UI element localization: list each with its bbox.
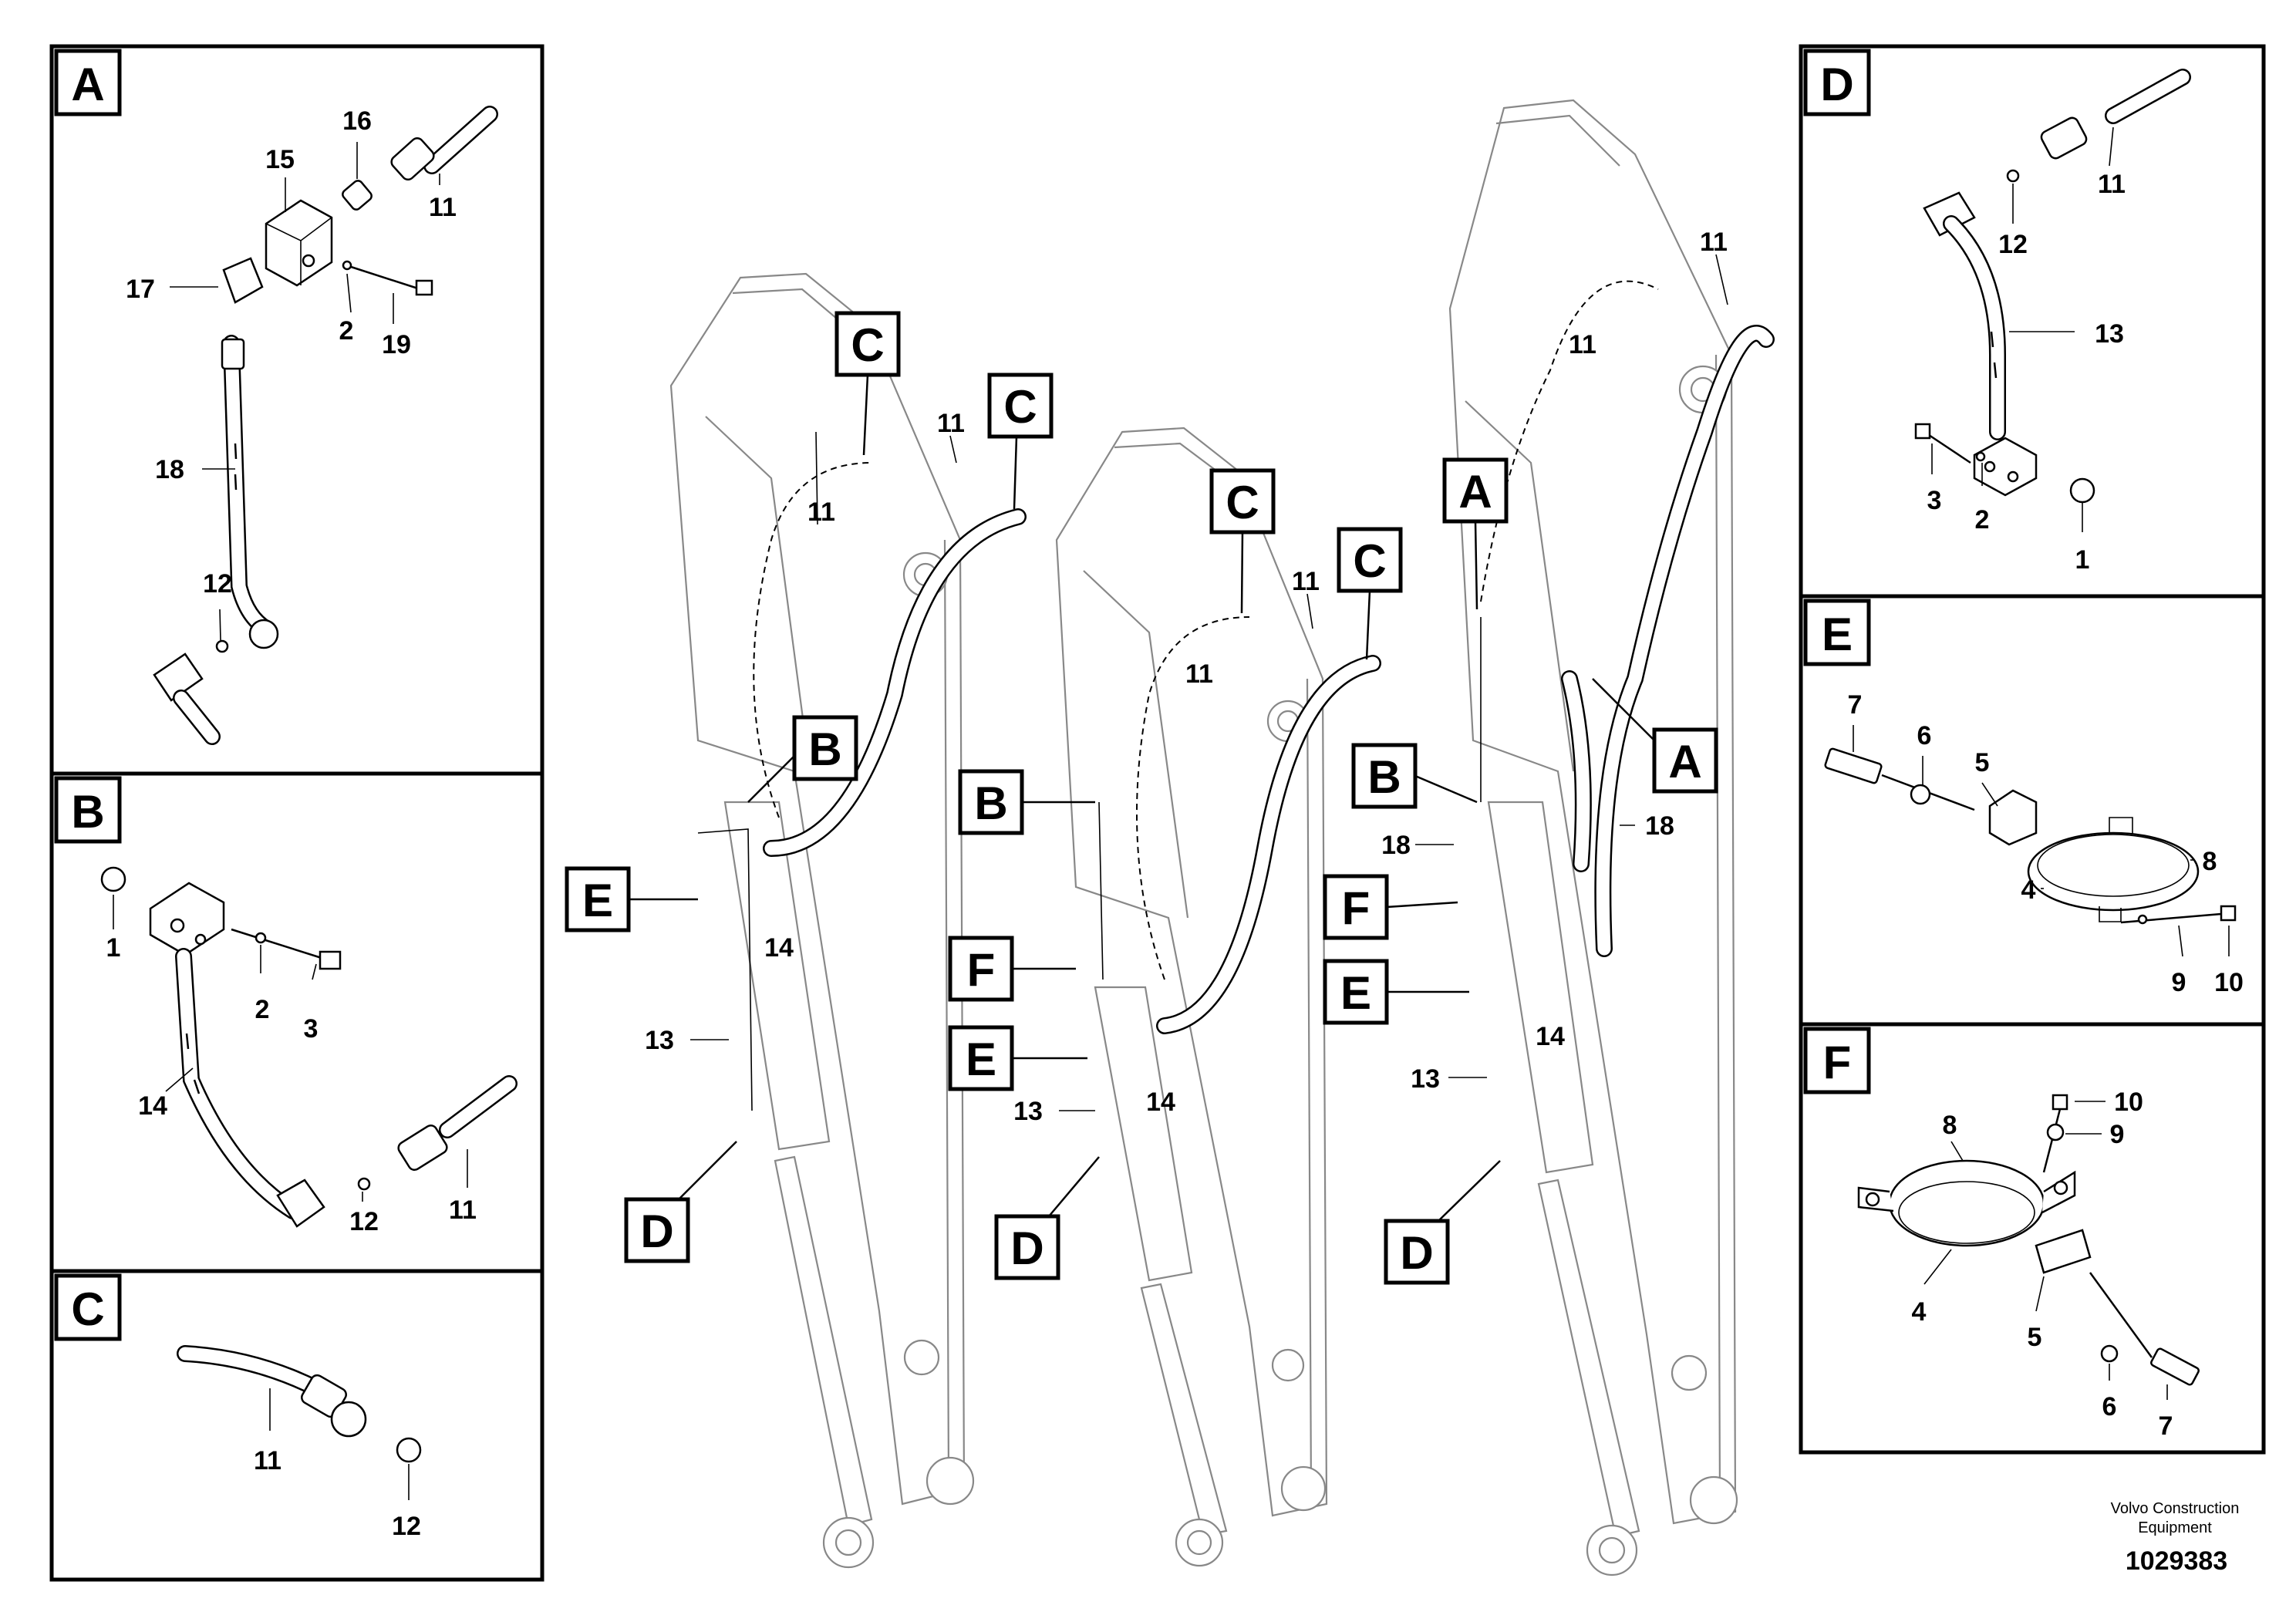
callout-11: 11 — [1292, 567, 1320, 596]
callout-12: 12 — [392, 1512, 421, 1541]
credit-line-2: Equipment — [2138, 1519, 2212, 1536]
detail-panel-a: A 16 15 11 17 2 19 18 12 — [49, 44, 544, 776]
boom-assembly-3 — [1448, 99, 1775, 1576]
tag-c: C — [1353, 535, 1386, 587]
detail-panel-d: D 11 12 13 3 2 1 — [1799, 44, 2266, 599]
detail-panel-b: B 1 2 3 14 11 12 — [49, 771, 544, 1273]
callout-11: 11 — [1569, 330, 1596, 359]
tag-b: B — [808, 723, 841, 775]
callout-12: 12 — [1998, 230, 2028, 259]
callout-11: 11 — [807, 497, 835, 527]
callout-10: 10 — [2214, 968, 2244, 997]
boom-assembly-2 — [1055, 427, 1381, 1567]
callout-13: 13 — [1013, 1097, 1043, 1126]
tag-f: F — [1342, 882, 1371, 934]
callout-11: 11 — [2098, 170, 2126, 199]
tag-a: A — [1458, 466, 1492, 518]
callout-2: 2 — [255, 995, 270, 1024]
callout-1: 1 — [2075, 545, 2090, 575]
callout-3: 3 — [1927, 486, 1942, 515]
callout-18: 18 — [155, 455, 184, 484]
callout-13: 13 — [1411, 1064, 1440, 1094]
tag-b: B — [1367, 751, 1401, 803]
callout-10: 10 — [2114, 1088, 2143, 1117]
callout-7: 7 — [2159, 1411, 2173, 1441]
panel-c-letter: C — [71, 1283, 104, 1335]
callout-11: 11 — [429, 193, 457, 222]
callout-19: 19 — [382, 330, 411, 359]
callout-12: 12 — [349, 1207, 379, 1236]
callout-8: 8 — [2203, 847, 2217, 876]
panel-f-letter: F — [1823, 1037, 1852, 1088]
callout-13: 13 — [645, 1026, 674, 1055]
footer-credit: Volvo Construction Equipment 1029383 — [2111, 1500, 2240, 1576]
panel-b-letter: B — [71, 786, 104, 838]
main-tags: C C B E D C C B F E D A A B F E D — [565, 311, 1718, 1285]
callout-11: 11 — [254, 1446, 282, 1475]
callout-11: 11 — [1185, 659, 1213, 689]
callout-3: 3 — [304, 1014, 319, 1044]
tag-d: D — [1010, 1222, 1043, 1274]
panel-e-letter: E — [1822, 609, 1853, 660]
callout-1: 1 — [106, 933, 121, 963]
callout-13: 13 — [2095, 319, 2124, 349]
panel-d-letter: D — [1820, 59, 1853, 110]
panel-a-letter: A — [71, 59, 104, 110]
tag-c: C — [1226, 477, 1259, 528]
callout-4: 4 — [2021, 875, 2036, 905]
detail-panel-e: E 7 6 5 8 4 9 10 — [1799, 594, 2266, 1027]
callout-6: 6 — [1917, 721, 1932, 750]
document-number: 1029383 — [2126, 1546, 2227, 1576]
tag-a: A — [1668, 736, 1701, 787]
callout-15: 15 — [265, 145, 295, 174]
callout-5: 5 — [2028, 1323, 2042, 1352]
callout-14: 14 — [138, 1091, 167, 1121]
callout-12: 12 — [203, 569, 232, 599]
tag-c: C — [851, 319, 884, 371]
detail-panel-f: F 8 10 9 4 5 6 7 — [1799, 1022, 2266, 1455]
detail-panel-c: C 11 12 — [49, 1269, 544, 1582]
tag-e: E — [966, 1034, 996, 1085]
callout-18: 18 — [1645, 811, 1674, 841]
callout-17: 17 — [126, 275, 155, 304]
callout-8: 8 — [1943, 1111, 1957, 1140]
callout-18: 18 — [1381, 831, 1411, 860]
credit-line-1: Volvo Construction — [2111, 1500, 2240, 1517]
callout-14: 14 — [764, 933, 794, 963]
callout-16: 16 — [342, 106, 372, 136]
tag-b: B — [974, 777, 1007, 829]
tag-d: D — [640, 1206, 673, 1257]
callout-4: 4 — [1912, 1297, 1927, 1327]
callout-11: 11 — [937, 409, 965, 438]
callout-5: 5 — [1975, 748, 1990, 777]
callout-14: 14 — [1146, 1088, 1175, 1117]
callout-2: 2 — [339, 316, 354, 346]
main-callouts: 11 11 14 13 11 11 14 13 11 11 18 18 14 1… — [645, 228, 1728, 1126]
callout-2: 2 — [1975, 505, 1990, 534]
callout-6: 6 — [2102, 1392, 2117, 1421]
tag-d: D — [1400, 1227, 1433, 1279]
tag-e: E — [582, 875, 613, 926]
callout-9: 9 — [2110, 1120, 2125, 1149]
tag-c: C — [1003, 381, 1037, 433]
boom-assembly-1 — [669, 272, 1027, 1569]
tag-e: E — [1340, 967, 1371, 1019]
callout-11: 11 — [1700, 228, 1728, 257]
callout-11: 11 — [449, 1195, 477, 1225]
tag-f: F — [967, 944, 996, 996]
callout-9: 9 — [2172, 968, 2186, 997]
callout-7: 7 — [1848, 690, 1863, 720]
callout-14: 14 — [1536, 1022, 1565, 1051]
